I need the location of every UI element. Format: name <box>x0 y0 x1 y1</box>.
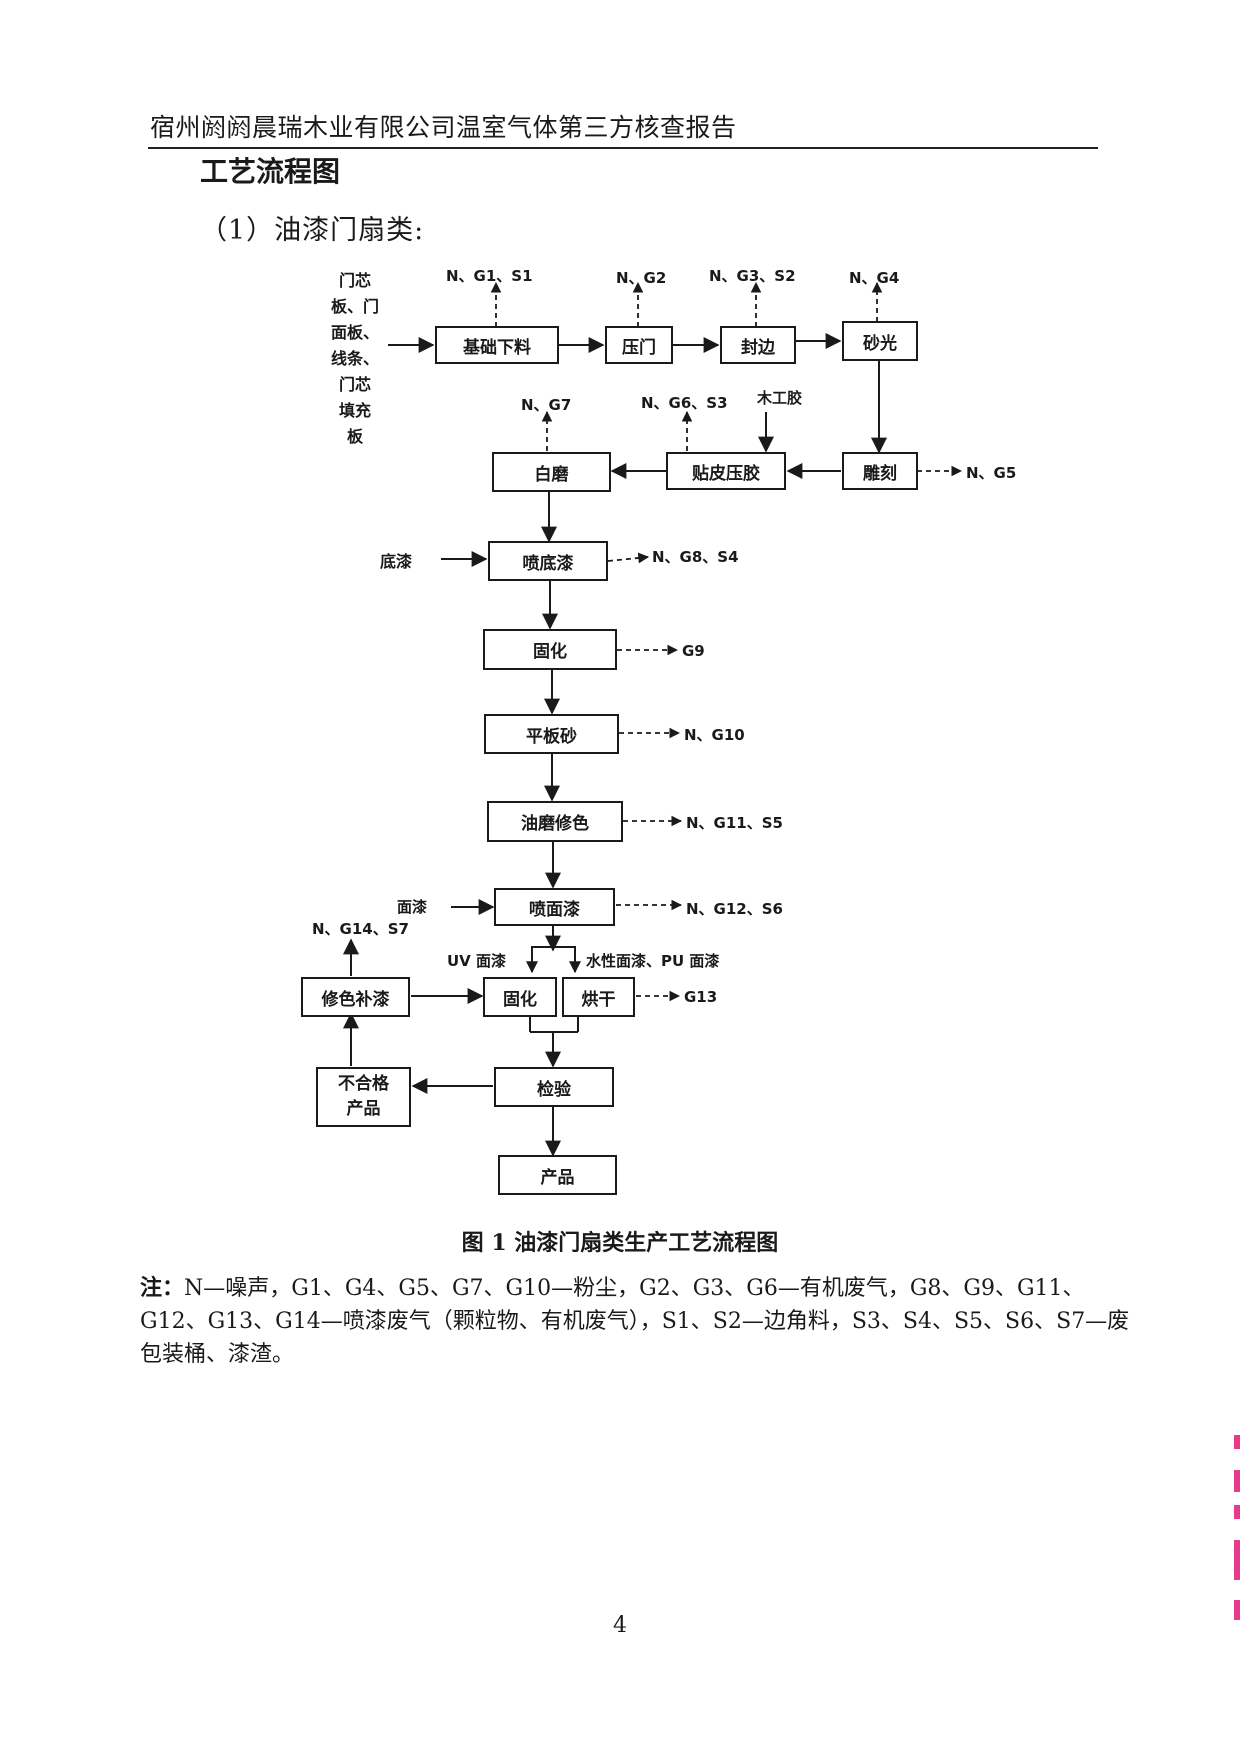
step-edge-seal: 封边 <box>720 326 796 364</box>
input-uv-paint: UV 面漆 <box>447 952 507 970</box>
step-cure-2: 固化 <box>483 977 557 1017</box>
emission-spray-base: N、G8、S4 <box>652 548 739 566</box>
step-press-door: 压门 <box>605 326 673 364</box>
raw-material-line: 线条、 <box>330 349 379 368</box>
emission-press-door: N、G2 <box>616 269 667 287</box>
step-cure-1: 固化 <box>483 629 617 670</box>
emission-veneer-press: N、G6、S3 <box>641 394 728 412</box>
step-white-grind: 白磨 <box>492 452 611 492</box>
step-flat-sand: 平板砂 <box>484 714 619 754</box>
report-header-title: 宿州阏阏晨瑞木业有限公司温室气体第三方核查报告 <box>150 113 737 142</box>
step-veneer-press: 贴皮压胶 <box>666 452 786 490</box>
page-number: 4 <box>613 1613 627 1638</box>
step-repair-paint: 修色补漆 <box>301 977 410 1017</box>
step-carving: 雕刻 <box>842 452 918 490</box>
subsection-title: （1）油漆门扇类: <box>200 215 425 246</box>
emission-cure-1: G9 <box>682 642 705 660</box>
input-top-paint: 面漆 <box>397 898 428 916</box>
step-sanding: 砂光 <box>842 321 918 361</box>
step-spray-top: 喷面漆 <box>494 888 615 926</box>
step-product: 产品 <box>498 1155 617 1195</box>
emission-repair-paint: N、G14、S7 <box>312 920 409 938</box>
step-spray-base: 喷底漆 <box>488 541 608 581</box>
scan-edge-mark <box>1234 1435 1240 1449</box>
raw-material-line: 门芯 <box>338 271 371 290</box>
raw-material-line: 门芯 <box>338 375 371 394</box>
figure-caption: 图 1 油漆门扇类生产工艺流程图 <box>461 1230 779 1256</box>
emit-spray-base <box>607 552 650 564</box>
step-inspect: 检验 <box>494 1067 614 1107</box>
section-title: 工艺流程图 <box>200 155 341 188</box>
scan-edge-mark <box>1234 1540 1240 1580</box>
raw-material-line: 面板、 <box>330 323 379 342</box>
raw-material-line: 填充 <box>338 401 371 420</box>
figure-note: 注：N—噪声，G1、G4、G5、G7、G10—粉尘，G2、G3、G6—有机废气，… <box>140 1272 1130 1371</box>
emission-carving: N、G5 <box>966 464 1017 482</box>
step-defect-product: 不合格 产品 <box>316 1067 411 1127</box>
emission-sanding: N、G4 <box>849 269 900 287</box>
header-rule <box>148 147 1098 149</box>
note-head: 注： <box>140 1275 185 1301</box>
input-water-pu-paint: 水性面漆、PU 面漆 <box>586 952 720 970</box>
scan-edge-mark <box>1234 1505 1240 1519</box>
emission-cure-bake: G13 <box>684 988 718 1006</box>
defect-label-line1: 不合格 <box>338 1074 389 1094</box>
scan-edge-mark <box>1234 1600 1240 1620</box>
step-base-cut: 基础下料 <box>435 326 559 364</box>
emission-edge-seal: N、G3、S2 <box>709 267 796 285</box>
emission-oil-grind-touch: N、G11、S5 <box>686 814 783 832</box>
note-body: N—噪声，G1、G4、G5、G7、G10—粉尘，G2、G3、G6—有机废气，G8… <box>140 1276 1130 1367</box>
step-oil-grind-touch: 油磨修色 <box>487 801 623 842</box>
step-bake: 烘干 <box>562 977 635 1017</box>
input-wood-glue: 木工胶 <box>757 389 803 407</box>
input-base-paint: 底漆 <box>380 552 413 571</box>
emission-white-grind: N、G7 <box>521 396 572 414</box>
emission-spray-top: N、G12、S6 <box>686 900 783 918</box>
defect-label-line2: 产品 <box>346 1099 381 1119</box>
emission-flat-sand: N、G10 <box>684 726 745 744</box>
raw-material-line: 板 <box>346 427 363 446</box>
raw-material-input: 门芯 板、门 面板、 线条、 门芯 填充 板 <box>325 268 385 450</box>
raw-material-line: 板、门 <box>330 297 379 316</box>
emission-base-cut: N、G1、S1 <box>446 267 533 285</box>
split-bar-top <box>531 946 576 950</box>
scan-edge-mark <box>1234 1470 1240 1492</box>
